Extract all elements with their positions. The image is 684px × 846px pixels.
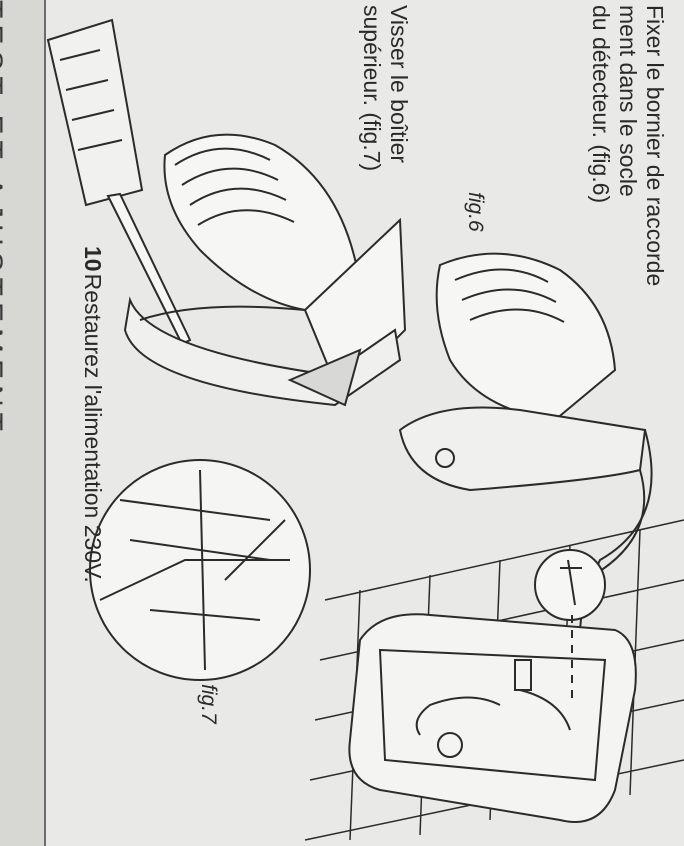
fig7-caption-line: Visser le boîtier	[386, 5, 412, 164]
detector-fig6-icon	[398, 252, 653, 701]
fig7-caption-line: supérieur. (fig.7)	[359, 5, 385, 172]
step-number: 10	[80, 246, 106, 272]
arrow-icon	[287, 348, 362, 407]
detector-base-icon	[348, 613, 637, 823]
fig6-caption-line: Fixer le bornier de raccorde	[642, 5, 668, 287]
fig6-caption: Fixer le bornier de raccorde ment dans l…	[587, 5, 668, 286]
detector-fig7-icon	[123, 133, 407, 407]
section-sidebar: TEST ET AJUSTEMENT	[0, 0, 46, 846]
fig7-caption: Visser le boîtier supérieur. (fig.7)	[358, 5, 412, 171]
fig6-label: fig.6	[464, 192, 487, 232]
screw-icon	[534, 549, 606, 700]
step-10: 10Restaurez l'alimentation 230V.	[79, 246, 106, 583]
magnifier-detail-icon	[89, 459, 311, 681]
step-text: Restaurez l'alimentation 230V.	[80, 273, 106, 583]
fig6-caption-line: du détecteur. (fig.6)	[588, 5, 614, 204]
fig6-caption-line: ment dans le socle	[615, 5, 641, 197]
fig7-label: fig.7	[197, 684, 220, 724]
screwdriver-icon	[46, 18, 192, 346]
